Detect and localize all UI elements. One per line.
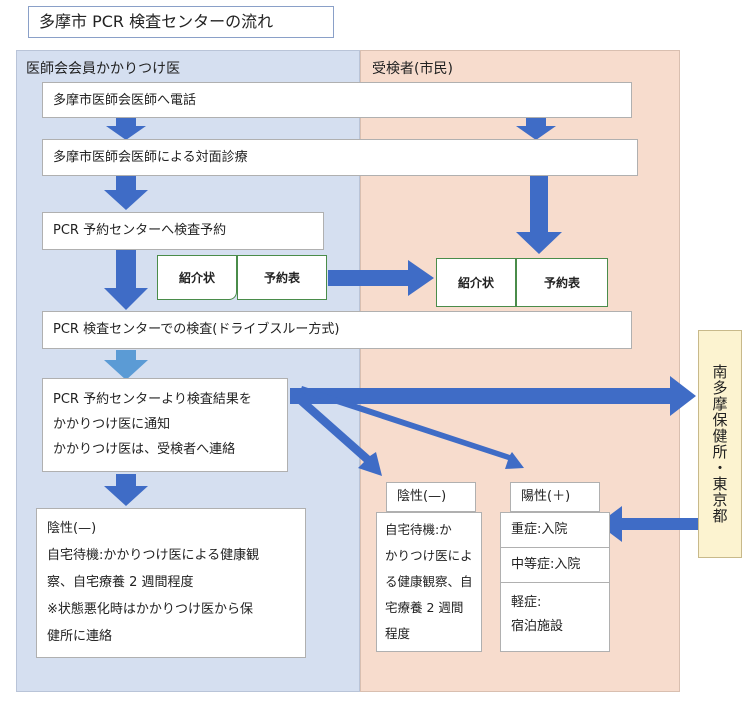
negative-left-line-2: 自宅待機:かかりつけ医による健康観 [47,548,260,563]
positive-mild-line-2: 宿泊施設 [511,619,564,634]
negative-right-line-5: 程度 [385,626,411,641]
negative-right-line-4: 宅療養 2 週間 [385,600,464,615]
arrow-test-to-notify [104,350,148,380]
arrow-right-exam-down [516,176,562,254]
doc-reservation-left: 予約表 [237,255,327,300]
doc-referral-right: 紹介状 [436,258,516,307]
step-exam: 多摩市医師会医師による対面診療 [42,139,638,176]
health-center-box: 南多摩保健所・東京都 [698,330,742,558]
step-call: 多摩市医師会医師へ電話 [42,82,632,118]
arrow-health-to-severe [598,506,698,542]
step-reserve: PCR 予約センターへ検査予約 [42,212,324,250]
arrow-reserve-to-test [104,250,148,310]
negative-left-line-4: ※状態悪化時はかかりつけ医から保 [47,602,254,617]
arrow-documents-handover [328,260,434,296]
positive-mild-line-1: 軽症: [511,595,542,610]
positive-result: 重症:入院 中等症:入院 軽症: 宿泊施設 [500,512,610,652]
doc-reservation-right: 予約表 [516,258,608,307]
positive-mild: 軽症: 宿泊施設 [501,583,609,647]
negative-left-line-1: 陰性(—) [47,521,97,536]
arrow-notify-to-health [290,376,696,416]
positive-label: 陽性(＋) [510,482,600,512]
page-title: 多摩市 PCR 検査センターの流れ [28,6,334,38]
arrow-exam-to-reserve [104,176,148,210]
notify-line-1: PCR 予約センターより検査結果を [53,392,252,407]
negative-left-line-5: 健所に連絡 [47,629,113,644]
negative-right-line-3: る健康観察、自 [385,574,473,589]
step-test: PCR 検査センターでの検査(ドライブスルー方式) [42,311,632,349]
negative-result-left: 陰性(—) 自宅待機:かかりつけ医による健康観 察、自宅療養 2 週間程度 ※状… [36,508,306,658]
arrow-call-to-exam [106,118,146,140]
negative-result-right: 自宅待機:か かりつけ医によ る健康観察、自 宅療養 2 週間 程度 [376,512,482,652]
positive-moderate: 中等症:入院 [501,548,609,583]
negative-right-line-1: 自宅待機:か [385,522,452,537]
notify-line-3: かかりつけ医は、受検者へ連絡 [53,442,236,457]
arrow-right-call-to-exam [516,118,556,140]
negative-left-line-3: 察、自宅療養 2 週間程度 [47,575,194,590]
doc-referral-left: 紹介状 [157,255,237,300]
step-notify: PCR 予約センターより検査結果を かかりつけ医に通知 かかりつけ医は、受検者へ… [42,378,288,472]
negative-right-line-2: かりつけ医によ [385,548,473,563]
positive-severe: 重症:入院 [501,513,609,548]
arrow-notify-to-negative [104,474,148,506]
notify-line-2: かかりつけ医に通知 [53,417,171,432]
arrow-to-positive [300,386,524,469]
lane-label-right: 受検者(市民) [372,61,453,77]
arrow-to-negative-right [294,394,382,476]
negative-label-right: 陰性(—) [386,482,476,512]
lane-label-left: 医師会会員かかりつけ医 [26,61,181,77]
